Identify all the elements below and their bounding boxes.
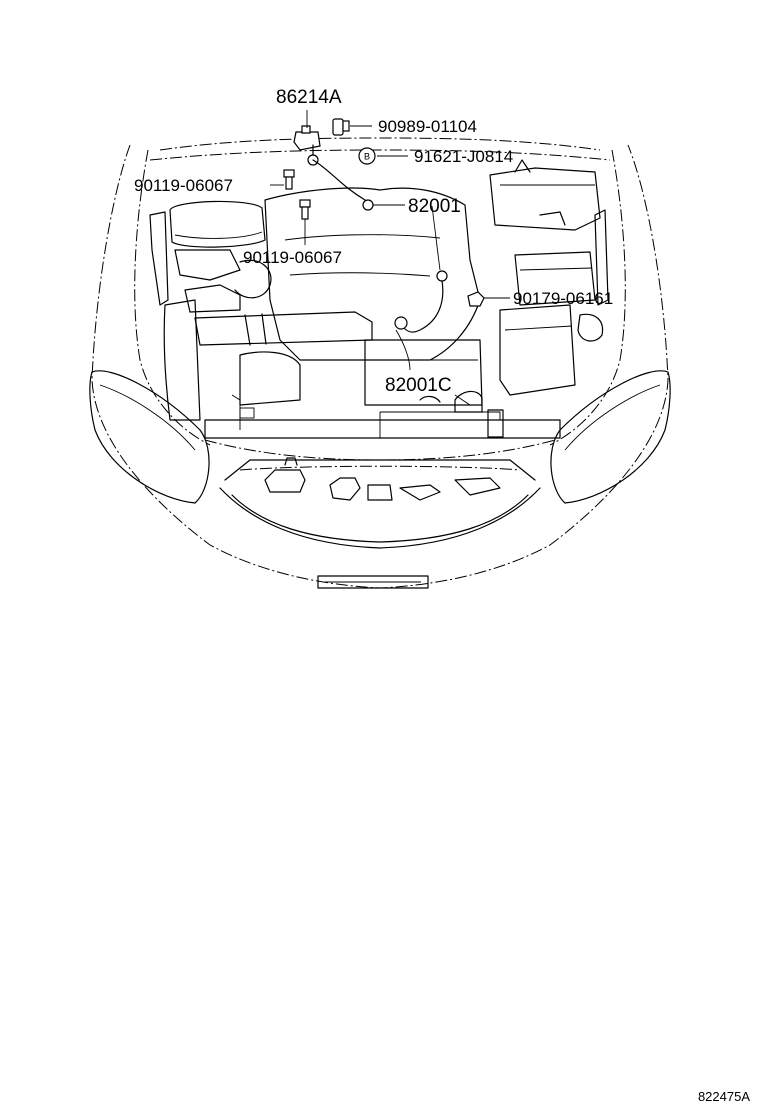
engine-block [264,187,483,413]
left-fender-well [149,211,255,430]
callout-90179-06161: 90179-06161 [513,289,613,308]
wire-harness-82001 [307,144,405,211]
ground-wire-82001C [394,205,471,406]
left-headlight [89,370,210,504]
battery-box [489,159,601,231]
callout-90989-01104: 90989-01104 [378,117,477,136]
front-bumper [219,459,541,589]
callout-91621-J0814: 91621-J0814 [414,147,513,166]
bolt-90119-06067-a [270,169,295,190]
right-headlight [550,370,671,504]
relay-box [499,251,604,396]
right-fender-well [594,209,609,306]
intake-duct [163,299,373,421]
bolt-90119-06067-b [299,199,311,245]
callout-82001C: 82001C [385,375,452,396]
part-91621-J0814: B [358,147,408,165]
illustration-number: 822475A [698,1089,750,1104]
nut-90179-06161 [467,291,510,307]
callout-86214A: 86214A [276,87,342,108]
radiator [204,409,561,439]
callout-82001: 82001 [408,196,461,217]
callout-90119-06067-a: 90119-06067 [134,176,233,195]
lower-components [264,457,501,501]
part-90989-01104 [332,118,372,136]
callout-90119-06067-b: 90119-06067 [243,248,342,267]
callout-labels: 86214A 90989-01104 91621-J0814 90119-060… [134,87,613,396]
part-86214A [293,110,321,151]
clamp-symbol-text: B [364,152,370,162]
air-cleaner [169,200,272,313]
